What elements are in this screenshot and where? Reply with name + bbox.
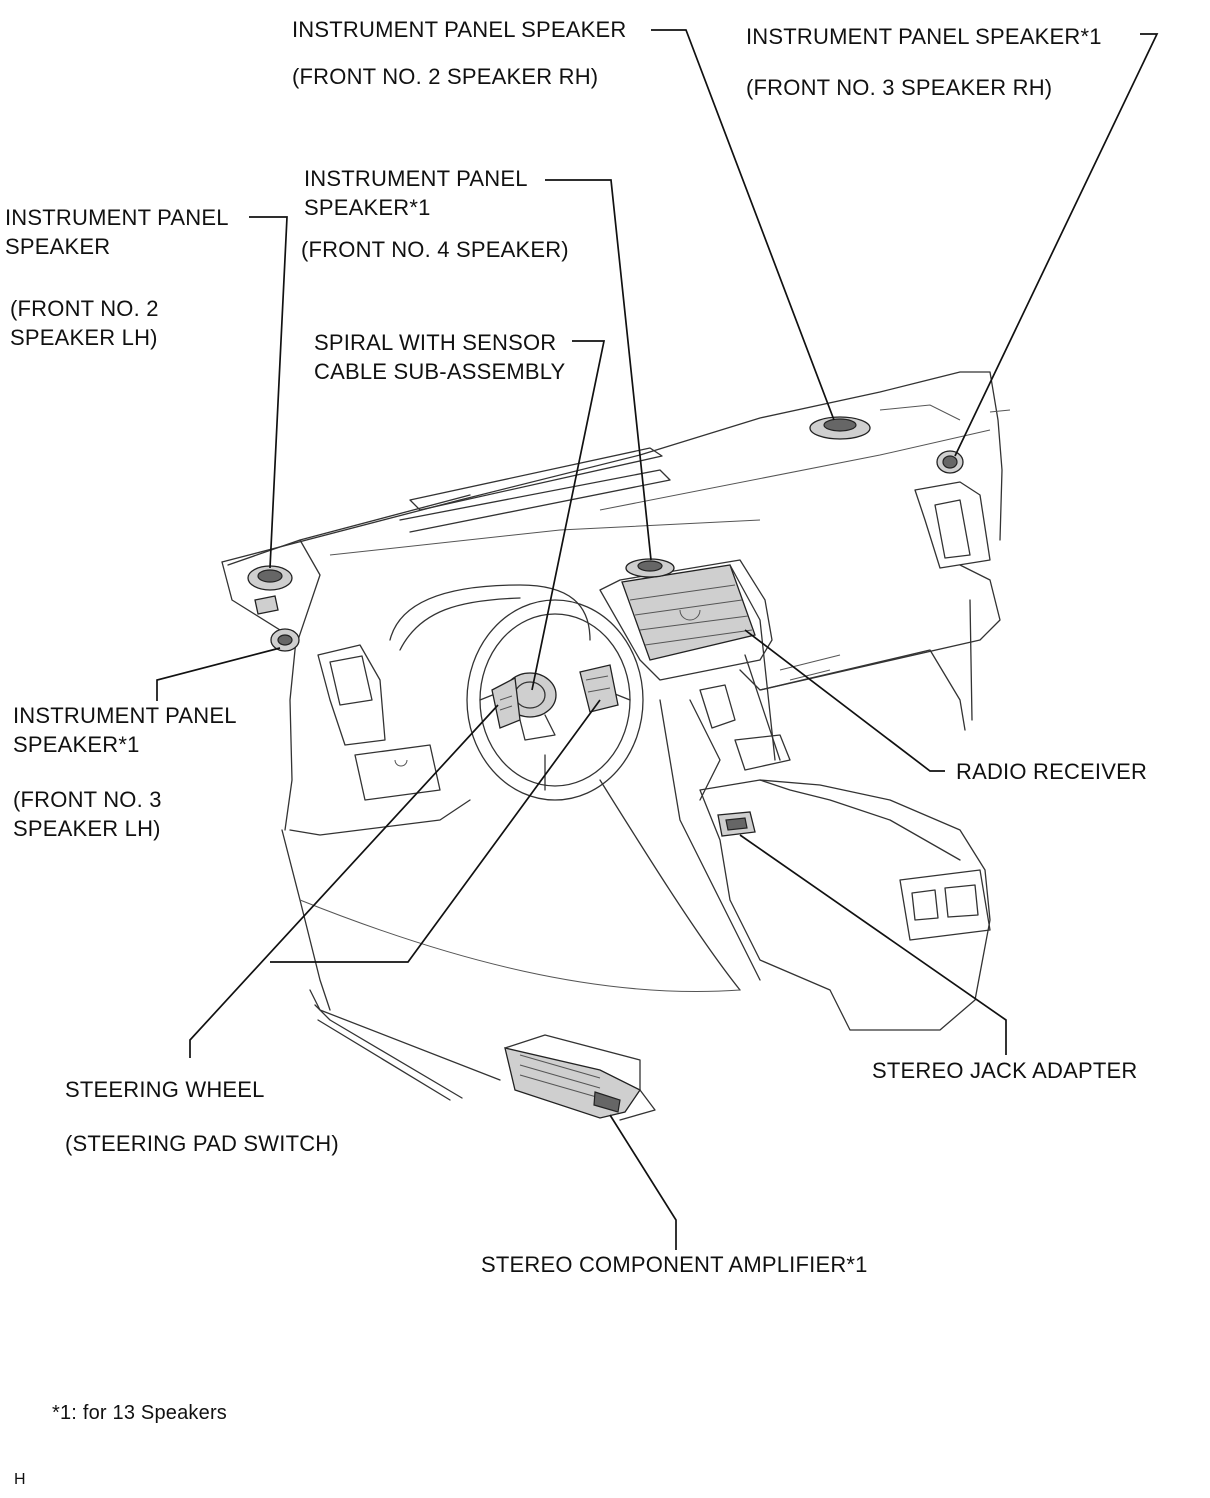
leader-front2-rh <box>651 29 835 421</box>
label-stereo-jack-adapter: STEREO JACK ADAPTER <box>872 1056 1137 1085</box>
speaker-front3-rh <box>936 450 964 474</box>
label-ip-speaker-front3-rh: INSTRUMENT PANEL SPEAKER*1 (FRONT NO. 3 … <box>746 22 1102 102</box>
label-steering-wheel: STEERING WHEEL (STEERING PAD SWITCH) <box>65 1075 339 1158</box>
footnote: *1: for 13 Speakers <box>52 1402 228 1424</box>
label-ip-speaker-front3-lh: INSTRUMENT PANEL SPEAKER*1 (FRONT NO. 3 … <box>13 701 237 843</box>
dashboard-outline <box>221 371 1011 1101</box>
leader-stereo-jack-adapter <box>739 834 1007 1055</box>
label-ip-speaker-front4: INSTRUMENT PANEL SPEAKER*1 (FRONT NO. 4 … <box>301 164 569 264</box>
label-ip-speaker-front2-lh: INSTRUMENT PANEL SPEAKER (FRONT NO. 2 SP… <box>5 203 229 352</box>
label-line: INSTRUMENT PANEL SPEAKER <box>292 17 627 42</box>
label-line: STEREO JACK ADAPTER <box>872 1058 1138 1083</box>
speaker-front3-lh <box>270 628 300 652</box>
leader-spiral-cable <box>531 340 606 691</box>
label-line: SPEAKER*1 <box>13 732 140 757</box>
leader-steering-wheel-2 <box>270 699 601 963</box>
label-stereo-component-amplifier: STEREO COMPONENT AMPLIFIER*1 <box>481 1250 868 1279</box>
leader-lines <box>156 29 1159 1250</box>
label-line: (FRONT NO. 4 SPEAKER) <box>301 237 569 262</box>
label-line: INSTRUMENT PANEL <box>5 205 229 230</box>
label-line: (STEERING PAD SWITCH) <box>65 1131 339 1156</box>
label-line: INSTRUMENT PANEL SPEAKER*1 <box>746 24 1102 49</box>
leader-front2-lh <box>249 216 288 569</box>
figure-code: H <box>14 1471 26 1488</box>
label-radio-receiver: RADIO RECEIVER <box>956 757 1147 786</box>
leader-radio-receiver <box>744 629 945 772</box>
leader-front3-rh <box>954 33 1159 457</box>
label-line: RADIO RECEIVER <box>956 759 1148 784</box>
label-line: SPEAKER LH) <box>10 325 158 350</box>
stereo-jack-adapter <box>717 811 756 837</box>
stereo-component-amplifier <box>504 1034 656 1121</box>
label-line: SPEAKER*1 <box>304 195 431 220</box>
label-line: (FRONT NO. 3 SPEAKER RH) <box>746 75 1053 100</box>
label-line: STEERING WHEEL <box>65 1077 265 1102</box>
leader-stereo-component-amplifier <box>609 1114 677 1250</box>
label-ip-speaker-front2-rh: INSTRUMENT PANEL SPEAKER (FRONT NO. 2 SP… <box>292 15 626 91</box>
label-spiral-cable: SPIRAL WITH SENSOR CABLE SUB-ASSEMBLY <box>314 328 565 386</box>
leader-front3-lh <box>156 647 281 701</box>
speaker-front4 <box>625 558 675 578</box>
label-line: (FRONT NO. 2 <box>10 296 159 321</box>
leader-steering-wheel-1 <box>189 704 499 1058</box>
speaker-front2-rh <box>809 416 871 440</box>
label-line: INSTRUMENT PANEL <box>304 166 528 191</box>
label-line: (FRONT NO. 2 SPEAKER RH) <box>292 64 599 89</box>
label-line: SPIRAL WITH SENSOR <box>314 330 557 355</box>
label-line: SPEAKER <box>5 234 111 259</box>
speaker-front2-lh <box>247 565 293 615</box>
leader-front4 <box>545 179 652 561</box>
label-line: INSTRUMENT PANEL <box>13 703 237 728</box>
label-line: STEREO COMPONENT AMPLIFIER*1 <box>481 1252 868 1277</box>
label-line: (FRONT NO. 3 <box>13 787 162 812</box>
label-line: SPEAKER LH) <box>13 816 161 841</box>
label-line: CABLE SUB-ASSEMBLY <box>314 359 566 384</box>
